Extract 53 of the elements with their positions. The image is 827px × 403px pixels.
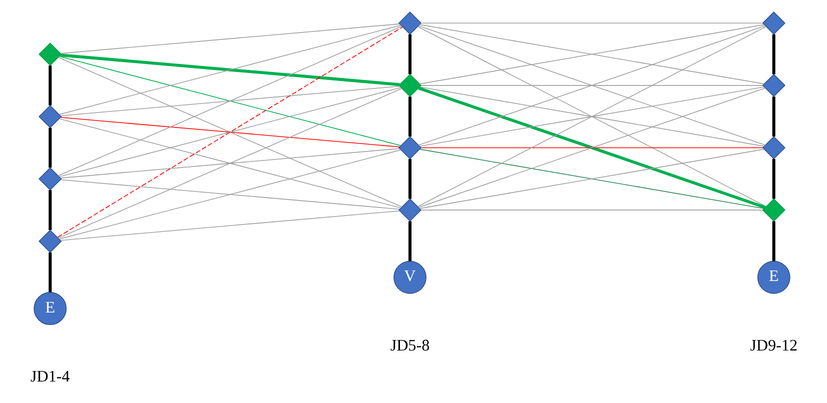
connector [418,148,764,209]
connector [60,210,400,241]
node-circle: E [33,292,66,326]
connector [420,22,763,24]
connector [418,24,764,84]
connector [416,26,766,207]
connector [58,149,401,240]
connector [57,26,402,176]
connector [57,56,402,208]
node-diamond [398,198,422,222]
connector [418,25,766,146]
node-diamond [38,167,62,190]
node-label: JD9-12 [750,338,797,355]
node-diamond [398,74,422,98]
node-circle: E [756,260,790,294]
connector [772,221,775,262]
connector [60,86,400,116]
node-diamond [762,198,785,222]
connector [60,54,400,86]
connector [772,158,775,199]
connector [58,56,401,146]
connector [48,252,52,292]
node-label: JD1-4 [30,368,70,386]
node-circle: V [393,260,426,294]
node-label: JD5-8 [390,338,430,355]
connector [408,34,411,74]
connector [48,65,52,106]
connector [57,88,402,238]
connector [48,190,52,230]
connector [772,34,775,74]
node-diamond [762,11,785,35]
connector [60,179,400,210]
connector [58,24,401,115]
connector [60,24,400,54]
connector [48,128,52,168]
connector [408,221,411,262]
connector [408,96,411,137]
connector [408,158,411,199]
node-diamond [762,74,785,98]
node-diamond [398,136,422,160]
connector [60,148,400,178]
connector [58,87,401,178]
connector [60,117,400,148]
node-diamond [38,230,62,253]
node-diamond [398,11,422,35]
node-diamond [762,136,785,160]
connector [56,26,403,238]
connector [772,96,775,137]
connector [58,118,401,208]
node-diamond [38,104,62,128]
connector [420,147,763,148]
node-diamond [38,42,62,66]
connector [420,85,763,86]
